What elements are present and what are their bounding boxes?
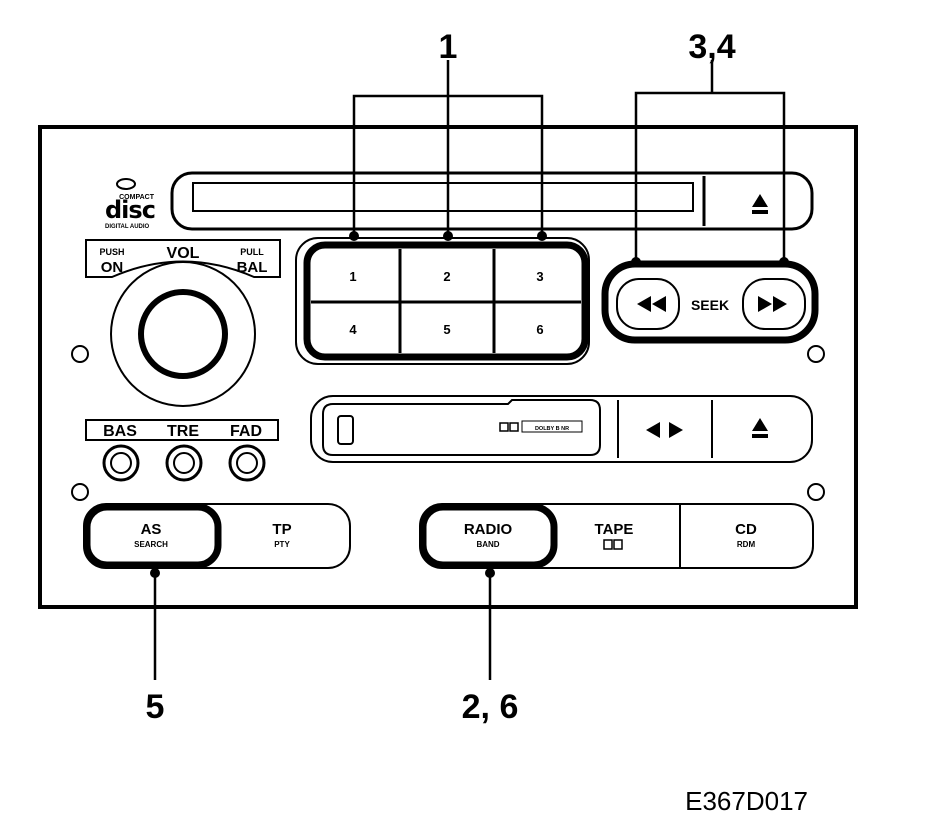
tape-eject-button[interactable] <box>752 418 768 438</box>
logo-main: disc <box>105 196 155 224</box>
as-label: AS <box>141 521 162 538</box>
screw-hole <box>807 345 825 363</box>
vol-label: VOL <box>167 245 200 262</box>
screw-hole <box>807 483 825 501</box>
volume-label-panel: PUSH ON VOL PULL BAL <box>85 239 281 278</box>
preset-label-6: 6 <box>536 322 543 337</box>
callout-dots <box>150 231 789 578</box>
logo-bottom: DIGITAL AUDIO <box>105 224 150 230</box>
push-label: PUSH <box>99 247 124 257</box>
treble-knob[interactable] <box>165 444 203 482</box>
preset-label-4: 4 <box>349 322 357 337</box>
tp-pty-button[interactable]: TP PTY <box>272 521 291 549</box>
seek-panel: SEEK <box>601 260 819 344</box>
figure-id: E367D017 <box>685 786 808 816</box>
preset-label-3: 3 <box>536 269 543 284</box>
rewind-icon <box>637 296 651 312</box>
tp-label: TP <box>272 521 291 538</box>
seek-label: SEEK <box>691 297 729 313</box>
eject-icon <box>752 194 768 207</box>
compact-disc-logo: COMPACT disc DIGITAL AUDIO <box>105 178 156 230</box>
cd-sub-label: RDM <box>737 540 756 549</box>
tape-label: TAPE <box>595 521 634 538</box>
on-label: ON <box>101 259 124 276</box>
source-panel <box>419 503 814 569</box>
tre-label: TRE <box>167 423 199 440</box>
screw-hole <box>71 483 89 501</box>
logo-top: COMPACT <box>119 194 155 201</box>
radio-sub-label: BAND <box>476 540 499 549</box>
as-sub-label: SEARCH <box>134 540 168 549</box>
cd-rdm-button[interactable]: CD RDM <box>735 521 757 549</box>
dolby-icon <box>603 539 613 550</box>
fader-knob[interactable] <box>228 444 266 482</box>
callout-seek: 3,4 <box>688 28 735 66</box>
fast-forward-icon <box>758 296 772 312</box>
fad-label: FAD <box>230 423 262 440</box>
seek-forward-button[interactable] <box>758 296 787 312</box>
callout-autostore: 5 <box>146 688 165 726</box>
bass-knob[interactable] <box>102 444 140 482</box>
tape-direction-button[interactable] <box>646 422 683 438</box>
cd-label: CD <box>735 521 757 538</box>
tape-button[interactable]: TAPE <box>595 521 634 550</box>
callout-presets: 1 <box>439 28 458 66</box>
callout-lines <box>153 60 786 680</box>
dolby-label: DOLBY B NR <box>535 426 569 432</box>
preset-label-5: 5 <box>443 322 450 337</box>
bal-label: BAL <box>237 259 268 276</box>
cd-slot <box>170 171 814 231</box>
eject-icon <box>752 418 768 431</box>
cassette-deck: DOLBY B NR <box>310 395 813 463</box>
radio-label: RADIO <box>464 521 513 538</box>
tape-direction-icon <box>646 422 660 438</box>
pull-label: PULL <box>240 247 264 257</box>
preset-label-1: 1 <box>349 269 356 284</box>
volume-knob[interactable] <box>138 289 228 379</box>
bas-label: BAS <box>103 423 137 440</box>
radio-band-button[interactable]: RADIO BAND <box>464 521 513 549</box>
cd-eject-button[interactable] <box>752 194 768 214</box>
as-search-button[interactable]: AS SEARCH <box>134 521 168 549</box>
preset-label-2: 2 <box>443 269 450 284</box>
as-tp-panel <box>83 503 351 569</box>
preset-panel <box>295 237 590 365</box>
screw-hole <box>71 345 89 363</box>
callout-radio-band: 2, 6 <box>462 688 519 726</box>
tone-label-panel: BAS TRE FAD <box>85 419 279 441</box>
seek-back-button[interactable] <box>637 296 666 312</box>
tp-sub-label: PTY <box>274 540 290 549</box>
